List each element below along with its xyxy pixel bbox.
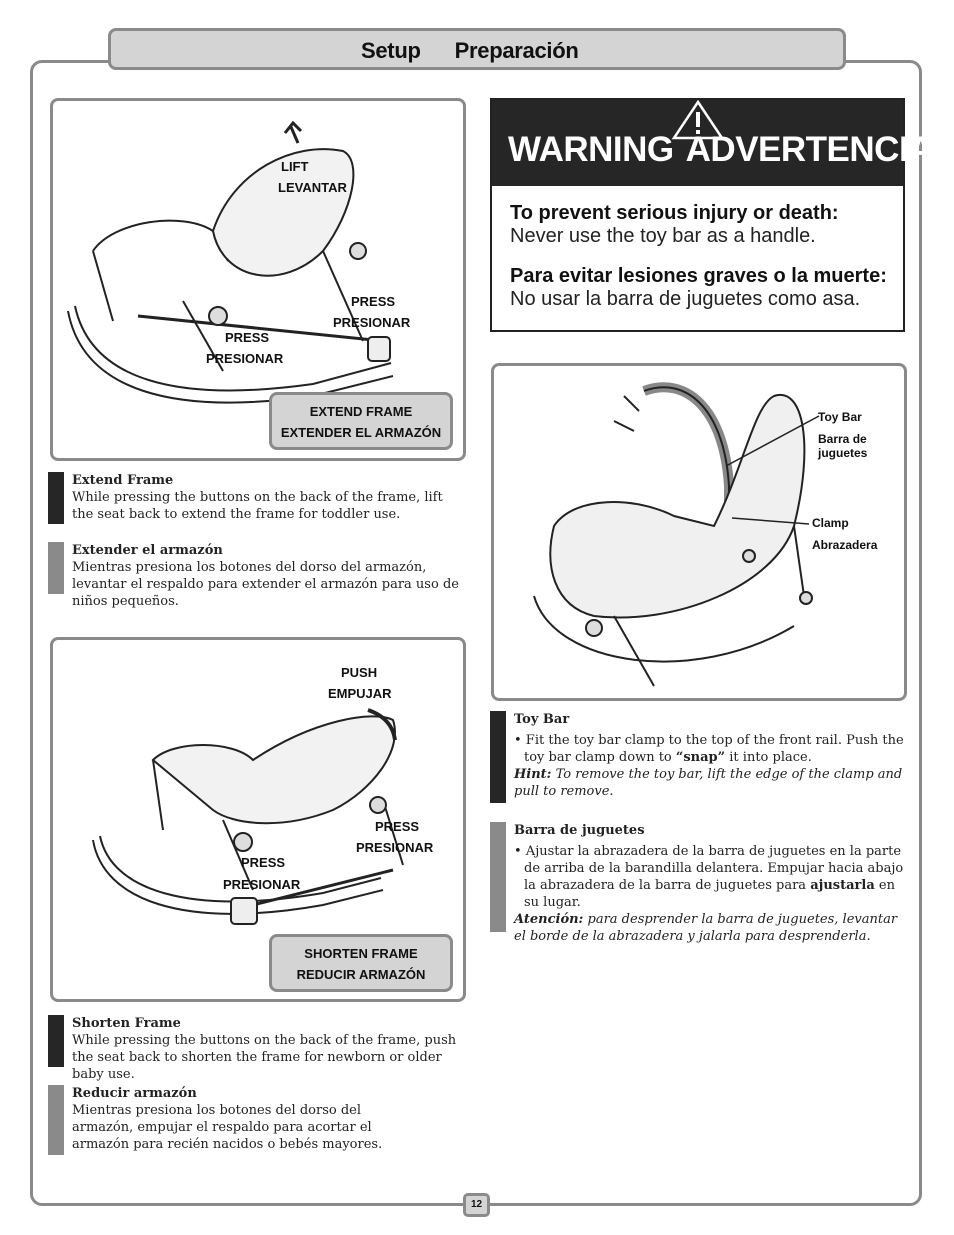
clamp-label: Clamp bbox=[812, 516, 849, 530]
extend-frame-es-title: Extender el armazón bbox=[72, 543, 223, 558]
press-left-label: PRESS bbox=[225, 330, 270, 345]
warning-message-en: To prevent serious injury or death: Neve… bbox=[510, 202, 839, 247]
press-right-label: PRESS bbox=[375, 819, 420, 834]
presionar-right-label: PRESIONAR bbox=[333, 315, 411, 330]
barra-de-label: Barra de bbox=[818, 432, 867, 446]
toy-bar-en-hint: Hint: To remove the toy bar, lift the ed… bbox=[514, 767, 903, 799]
toy-bar-es-step: • Ajustar la abrazadera de la barra de j… bbox=[514, 844, 904, 910]
rocker-shorten-illustration bbox=[92, 708, 404, 925]
warning-message-es: Para evitar lesiones graves o la muerte:… bbox=[510, 265, 887, 310]
spanish-marker bbox=[48, 1085, 64, 1155]
press-left-label: PRESS bbox=[241, 855, 286, 870]
callout-es: EXTENDER EL ARMAZÓN bbox=[280, 425, 442, 440]
shorten-frame-callout: SHORTEN FRAME REDUCIR ARMAZÓN bbox=[269, 934, 453, 992]
toy-bar-illustration-panel: Toy Bar Barra de juguetes Clamp Abrazade… bbox=[491, 363, 907, 701]
extend-frame-en-block: Extend Frame While pressing the buttons … bbox=[48, 472, 468, 524]
shorten-frame-es-body: Mientras presiona los botones del dorso … bbox=[72, 1103, 383, 1152]
toy-bar-es-hint: Atención: para desprender la barra de ju… bbox=[514, 912, 898, 944]
lift-label: LIFT bbox=[281, 159, 309, 174]
english-marker bbox=[48, 472, 64, 524]
press-right-label: PRESS bbox=[351, 294, 396, 309]
toy-bar-label: Toy Bar bbox=[818, 410, 862, 424]
section-header: Setup Preparación bbox=[108, 28, 846, 70]
extend-frame-en-title: Extend Frame bbox=[72, 473, 174, 488]
extend-frame-es-body: Mientras presiona los botones del dorso … bbox=[72, 560, 459, 609]
levantar-label: LEVANTAR bbox=[278, 180, 347, 195]
toy-bar-es-block: Barra de juguetes • Ajustar la abrazader… bbox=[490, 822, 910, 944]
abrazadera-label: Abrazadera bbox=[812, 538, 878, 552]
extend-frame-en-body: While pressing the buttons on the back o… bbox=[72, 490, 443, 522]
toy-bar-es-title: Barra de juguetes bbox=[514, 823, 645, 838]
warning-triangle-icon bbox=[671, 99, 725, 140]
extend-frame-callout: EXTEND FRAME EXTENDER EL ARMAZÓN bbox=[269, 392, 453, 450]
shorten-frame-es-block: Reducir armazón Mientras presiona los bo… bbox=[48, 1085, 468, 1155]
title-preparacion: Preparación bbox=[454, 38, 579, 63]
shorten-frame-es-title: Reducir armazón bbox=[72, 1086, 197, 1101]
english-marker bbox=[48, 1015, 64, 1067]
callout-en: SHORTEN FRAME bbox=[304, 946, 418, 961]
push-label: PUSH bbox=[341, 665, 378, 680]
shorten-frame-en-body: While pressing the buttons on the back o… bbox=[72, 1033, 457, 1082]
shorten-frame-en-block: Shorten Frame While pressing the buttons… bbox=[48, 1015, 468, 1082]
spanish-marker bbox=[490, 822, 506, 932]
page-number: 12 bbox=[463, 1193, 490, 1217]
shorten-frame-illustration-panel: PUSH EMPUJAR PRESS PRESIONAR PRESS PRESI… bbox=[50, 637, 466, 1002]
empujar-label: EMPUJAR bbox=[328, 686, 392, 701]
title-setup: Setup bbox=[361, 38, 421, 63]
toy-bar-en-title: Toy Bar bbox=[514, 712, 570, 727]
presionar-right-label: PRESIONAR bbox=[356, 840, 434, 855]
shorten-frame-en-title: Shorten Frame bbox=[72, 1016, 181, 1031]
callout-en: EXTEND FRAME bbox=[309, 404, 413, 419]
callout-es: REDUCIR ARMAZÓN bbox=[296, 967, 426, 982]
spanish-marker bbox=[48, 542, 64, 594]
toy-bar-en-block: Toy Bar • Fit the toy bar clamp to the t… bbox=[490, 711, 910, 803]
extend-frame-illustration-panel: LIFT LEVANTAR PRESS PRESIONAR PRESS PRES… bbox=[50, 98, 466, 461]
juguetes-label: juguetes bbox=[818, 446, 868, 460]
rocker-toy-bar-illustration bbox=[533, 382, 820, 687]
section-title: Setup Preparación bbox=[361, 38, 579, 64]
english-marker bbox=[490, 711, 506, 803]
presionar-left-label: PRESIONAR bbox=[223, 877, 301, 892]
toy-bar-en-step: • Fit the toy bar clamp to the top of th… bbox=[514, 733, 904, 765]
rocker-extend-illustration bbox=[67, 120, 394, 404]
presionar-left-label: PRESIONAR bbox=[206, 351, 284, 366]
extend-frame-es-block: Extender el armazón Mientras presiona lo… bbox=[48, 542, 468, 609]
